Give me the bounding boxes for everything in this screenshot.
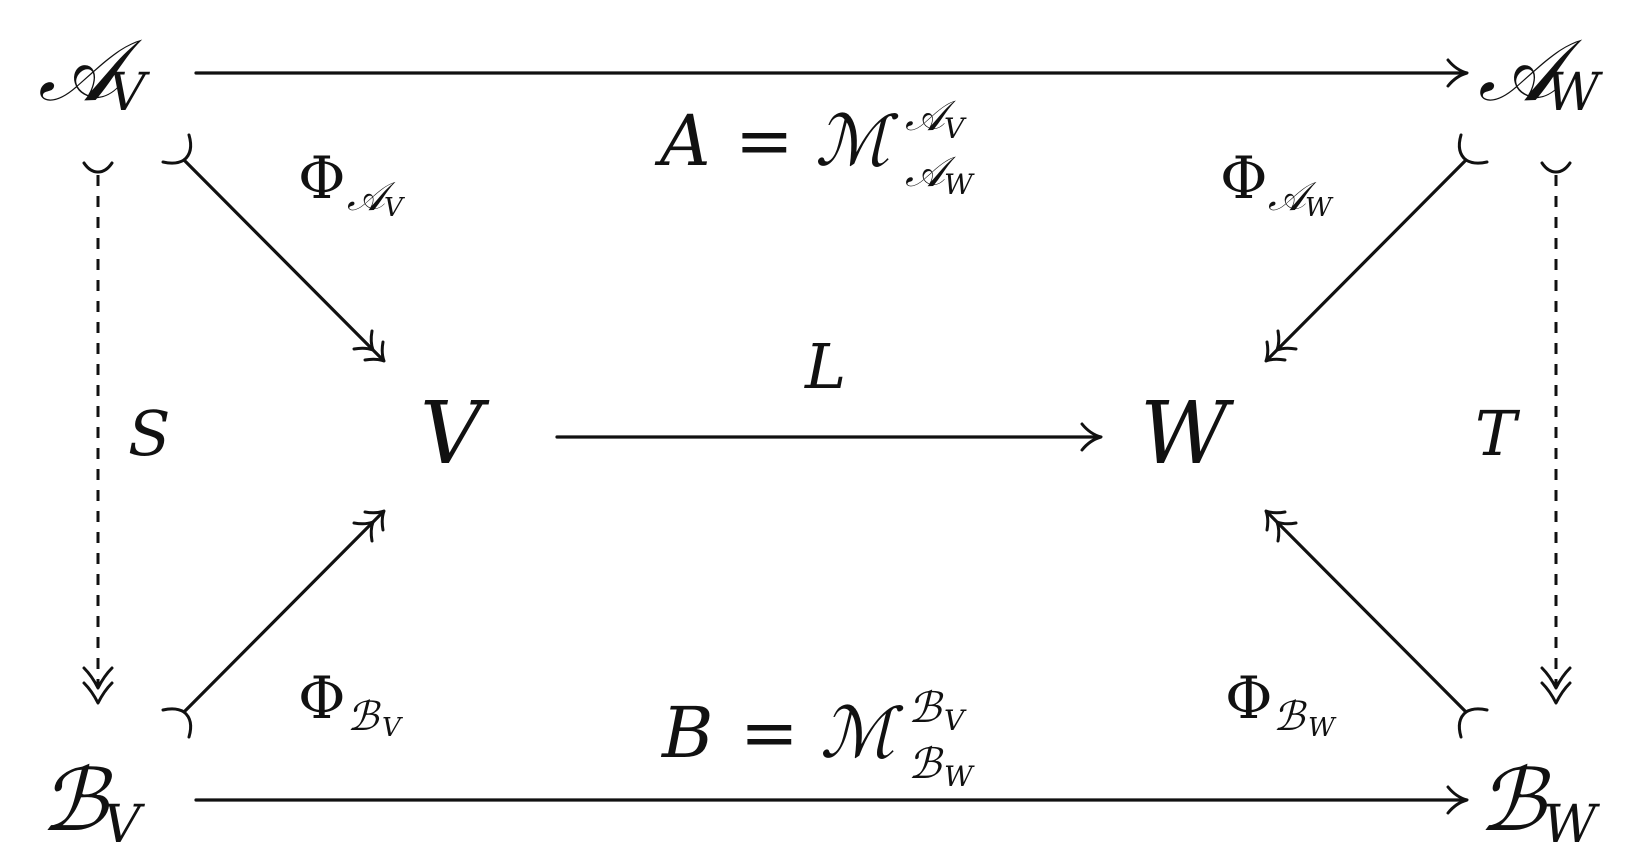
arrow-A-V-to-A-W bbox=[194, 58, 1469, 88]
arrow-V-to-W bbox=[555, 422, 1103, 452]
arrow-phi-B-V bbox=[161, 509, 386, 739]
node-B-V: ℬ V bbox=[40, 751, 145, 855]
label-B: B bbox=[660, 692, 713, 774]
label-L: L bbox=[804, 330, 846, 403]
label-A-subscript-sub: W bbox=[944, 168, 975, 201]
label-phi-A-W-sub: W bbox=[1305, 193, 1334, 223]
arrow-phi-A-V bbox=[161, 133, 386, 363]
arrow-S-dashed bbox=[82, 161, 114, 705]
label-B-equals-M: B = ℳ ℬ V ℬ W bbox=[660, 683, 975, 793]
label-phi-B-V: Φ ℬ V bbox=[298, 664, 403, 743]
node-B-W: ℬ W bbox=[1478, 751, 1600, 855]
label-phi-A-W-phi: Φ bbox=[1220, 144, 1268, 212]
label-A-equals-M: A = ℳ 𝒜 V 𝒜 W bbox=[654, 91, 975, 201]
arrow-phi-A-W bbox=[1264, 133, 1489, 363]
label-phi-A-V-phi: Φ bbox=[298, 144, 346, 212]
label-phi-B-W-sub: W bbox=[1308, 713, 1337, 743]
label-phi-B-W-phi: Φ bbox=[1225, 664, 1273, 732]
node-A-W-subscript: W bbox=[1546, 63, 1603, 123]
node-W: W bbox=[1140, 384, 1235, 484]
node-B-W-base: ℬ bbox=[1478, 751, 1551, 851]
label-A: A bbox=[654, 100, 711, 182]
label-phi-B-W: Φ ℬ W bbox=[1225, 664, 1337, 743]
label-B-superscript-base: ℬ bbox=[908, 683, 944, 732]
arrow-phi-B-W bbox=[1264, 509, 1489, 739]
node-B-V-subscript: V bbox=[103, 795, 145, 855]
arrow-B-V-to-B-W bbox=[194, 785, 1469, 815]
label-phi-A-V: Φ 𝒜 V bbox=[298, 144, 405, 223]
node-B-W-subscript: W bbox=[1543, 795, 1600, 855]
node-A-W: 𝒜 W bbox=[1478, 21, 1603, 123]
label-B-equals-sign: = bbox=[740, 692, 799, 774]
label-phi-B-V-sub: V bbox=[382, 713, 403, 743]
label-phi-B-W-base: ℬ bbox=[1273, 694, 1307, 740]
label-phi-B-V-phi: Φ bbox=[298, 664, 346, 732]
label-B-subscript-sub: W bbox=[944, 760, 975, 793]
label-phi-B-V-base: ℬ bbox=[347, 694, 381, 740]
label-T: T bbox=[1475, 397, 1521, 470]
label-phi-A-W: Φ 𝒜 W bbox=[1220, 144, 1334, 223]
node-A-V-subscript: V bbox=[108, 63, 150, 123]
node-A-V: 𝒜 V bbox=[38, 21, 150, 123]
label-A-equals-sign: = bbox=[735, 100, 794, 182]
node-B-V-base: ℬ bbox=[40, 751, 113, 851]
label-S: S bbox=[128, 397, 170, 470]
label-B-superscript-sub: V bbox=[944, 704, 967, 737]
label-A-superscript-sub: V bbox=[944, 112, 967, 145]
arrow-T-dashed bbox=[1540, 161, 1572, 705]
label-A-M: ℳ bbox=[815, 100, 899, 182]
node-V: V bbox=[420, 384, 490, 484]
label-phi-A-V-sub: V bbox=[384, 193, 405, 223]
label-B-subscript-base: ℬ bbox=[908, 739, 944, 788]
label-B-M: ℳ bbox=[820, 692, 904, 774]
